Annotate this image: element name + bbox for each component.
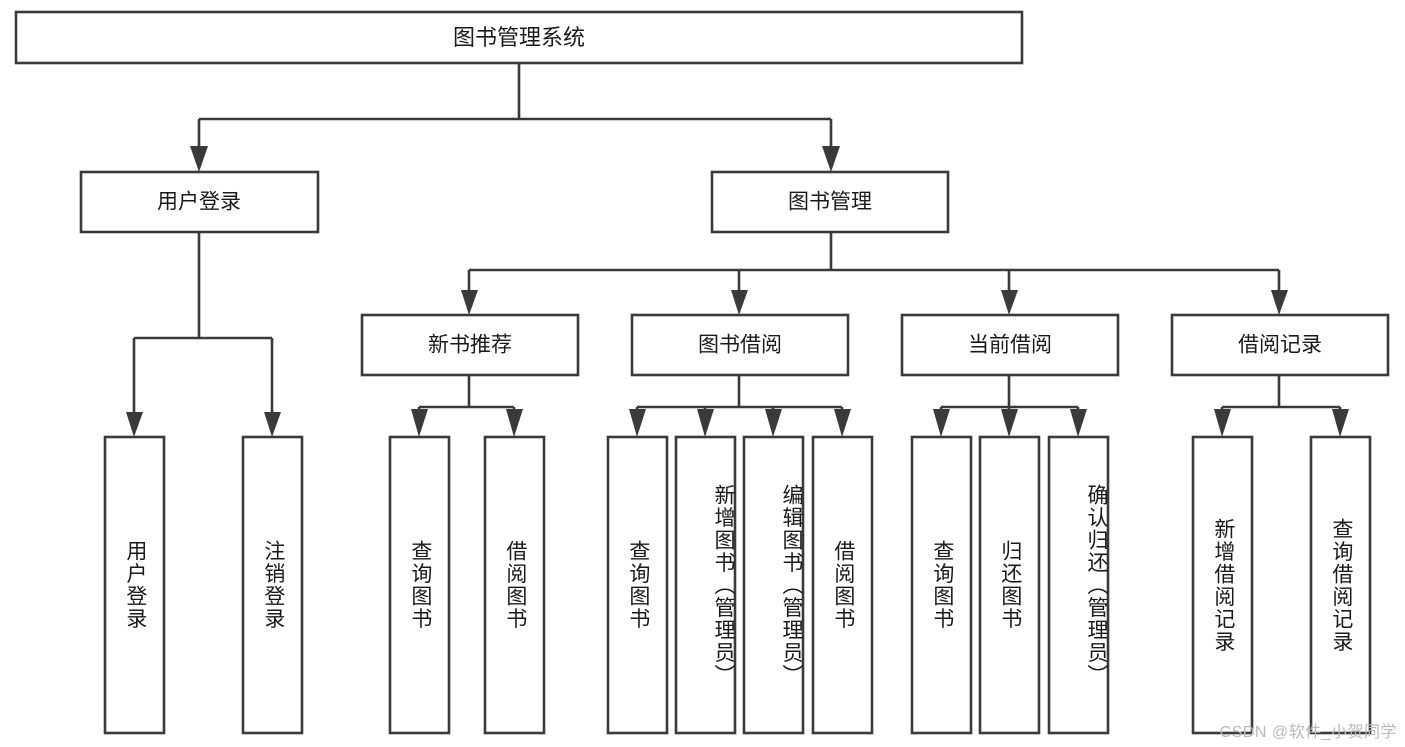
arrow-head-leaf-2 bbox=[264, 412, 281, 437]
arrow-head-leaf-12 bbox=[1214, 409, 1231, 437]
node-leaf-10-box[interactable] bbox=[978, 435, 1041, 735]
arrow-head-current-borrow bbox=[1001, 290, 1018, 315]
node-user-login-label: 用户登录 bbox=[157, 191, 241, 214]
node-leaf-9-box[interactable] bbox=[910, 435, 973, 735]
node-new-book-rec-box[interactable] bbox=[360, 313, 580, 377]
arrow-head-leaf-8 bbox=[834, 409, 851, 437]
node-new-book-rec[interactable]: 新书推荐 bbox=[360, 313, 580, 377]
arrow-head-new-book-rec bbox=[461, 290, 478, 315]
node-user-login-box[interactable] bbox=[79, 170, 320, 234]
node-borrow-record-box[interactable] bbox=[1170, 313, 1390, 377]
connector-group-book-borrow bbox=[629, 375, 851, 437]
connector-group-root bbox=[190, 63, 840, 172]
connector-group-user-login bbox=[126, 232, 281, 437]
node-book-borrow[interactable]: 图书借阅 bbox=[630, 313, 850, 377]
arrow-head-leaf-3 bbox=[411, 409, 428, 437]
arrow-head-leaf-7 bbox=[765, 409, 782, 437]
node-leaf-8-box[interactable] bbox=[811, 435, 874, 735]
node-root[interactable]: 图书管理系统 bbox=[14, 10, 1024, 65]
node-leaf-2-box[interactable] bbox=[241, 435, 304, 735]
node-root-label: 图书管理系统 bbox=[453, 25, 585, 50]
node-borrow-record[interactable]: 借阅记录 bbox=[1170, 313, 1390, 377]
node-new-book-rec-label: 新书推荐 bbox=[428, 334, 512, 357]
node-leaf-11-box[interactable] bbox=[1047, 435, 1110, 735]
arrow-head-leaf-13 bbox=[1332, 409, 1349, 437]
node-leaf-6-box[interactable] bbox=[674, 435, 737, 735]
csdn-watermark: CSDN @软件_小贺同学 bbox=[1219, 724, 1397, 741]
node-leaf-7-box[interactable] bbox=[742, 435, 805, 735]
node-leaf-1-box[interactable] bbox=[103, 435, 166, 735]
node-current-borrow-box[interactable] bbox=[900, 313, 1120, 377]
node-leaf-12-box[interactable] bbox=[1191, 435, 1254, 735]
arrow-head-user-login bbox=[190, 146, 208, 172]
node-borrow-record-label: 借阅记录 bbox=[1238, 334, 1322, 357]
arrow-head-leaf-9 bbox=[933, 409, 950, 437]
arrow-head-leaf-10 bbox=[1001, 409, 1018, 437]
arrow-head-leaf-4 bbox=[506, 409, 523, 437]
node-leaf-3-box[interactable] bbox=[388, 435, 451, 735]
arrow-head-leaf-11 bbox=[1070, 409, 1087, 437]
arrow-head-leaf-5 bbox=[629, 409, 646, 437]
connector-group-new-book-rec bbox=[411, 375, 523, 437]
arrow-head-leaf-1 bbox=[126, 412, 143, 437]
connector-group-borrow-record bbox=[1214, 375, 1349, 437]
node-book-borrow-box[interactable] bbox=[630, 313, 850, 377]
connector-group-book-mgmt bbox=[461, 232, 1288, 315]
connector-group-current-borrow bbox=[933, 375, 1087, 437]
arrow-head-borrow-record bbox=[1271, 290, 1288, 315]
arrow-head-book-mgmt bbox=[822, 146, 840, 172]
node-book-mgmt-label: 图书管理 bbox=[788, 191, 872, 214]
node-book-mgmt[interactable]: 图书管理 bbox=[710, 170, 950, 234]
node-book-mgmt-box[interactable] bbox=[710, 170, 950, 234]
node-current-borrow[interactable]: 当前借阅 bbox=[900, 313, 1120, 377]
node-leaf-4-box[interactable] bbox=[483, 435, 546, 735]
node-current-borrow-label: 当前借阅 bbox=[968, 334, 1052, 357]
node-root-box[interactable] bbox=[14, 10, 1024, 65]
arrow-head-leaf-6 bbox=[697, 409, 714, 437]
node-user-login[interactable]: 用户登录 bbox=[79, 170, 320, 234]
node-leaf-13-box[interactable] bbox=[1309, 435, 1372, 735]
node-book-borrow-label: 图书借阅 bbox=[698, 334, 782, 357]
node-leaf-5-box[interactable] bbox=[606, 435, 669, 735]
arrow-head-book-borrow bbox=[731, 290, 748, 315]
